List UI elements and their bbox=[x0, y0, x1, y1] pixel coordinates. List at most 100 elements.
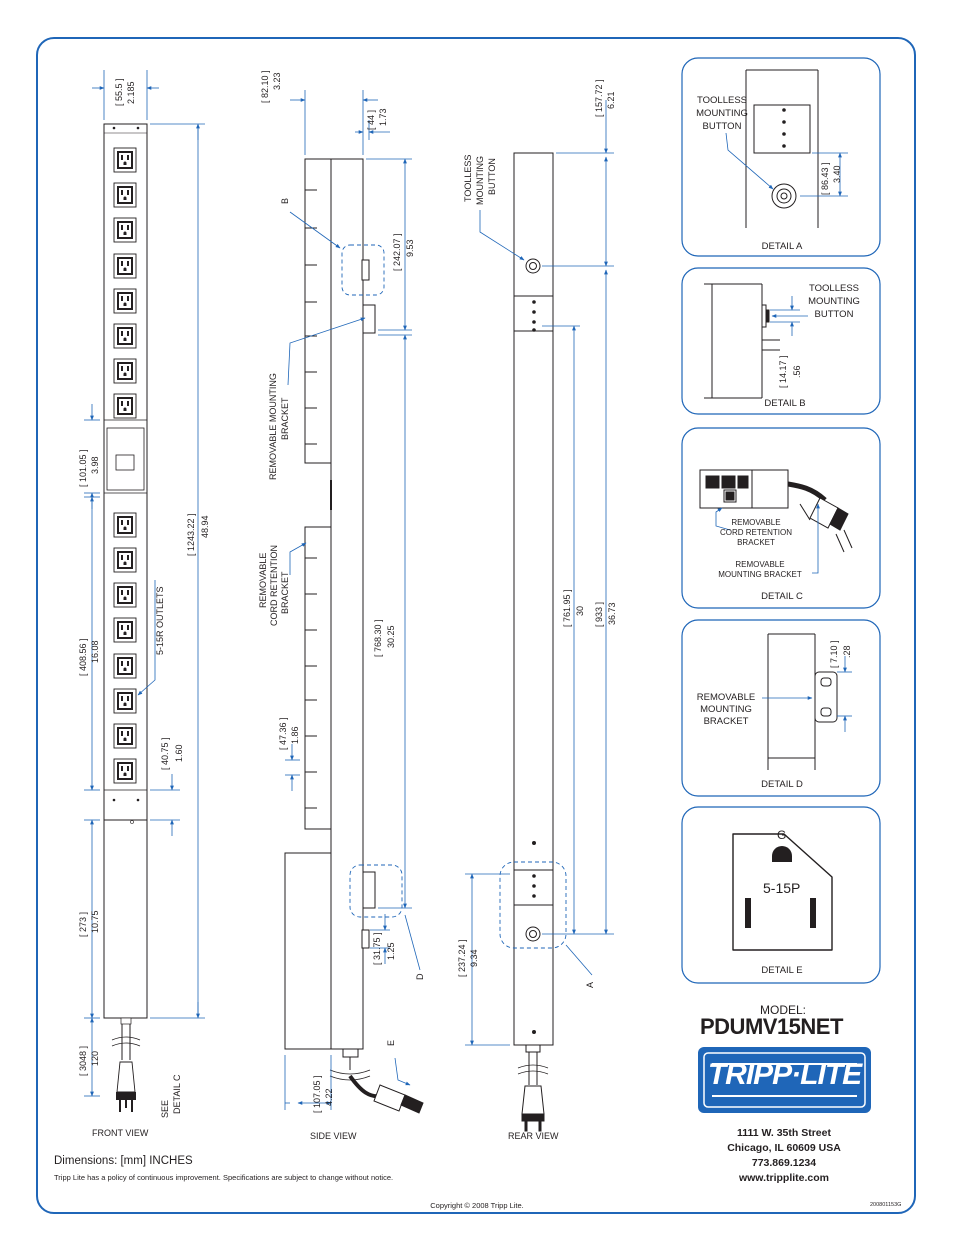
detail-c-caption: DETAIL C bbox=[761, 591, 803, 602]
dim-front-total-in: 48.94 bbox=[200, 515, 210, 538]
dim-rear-top: [ 157.72 ] bbox=[594, 79, 604, 117]
dim-front-meter: [ 101.05 ] bbox=[78, 449, 88, 487]
callout-a: A bbox=[585, 981, 595, 988]
dim-front-box: [ 273 ] bbox=[78, 911, 88, 937]
label-outlets: 5-15R OUTLETS bbox=[155, 586, 165, 655]
dim-front-meter-in: 3.98 bbox=[90, 456, 100, 474]
rear-view bbox=[513, 152, 554, 1132]
dim-side-box-in: 4.22 bbox=[324, 1088, 334, 1106]
rear-dimensions bbox=[465, 100, 614, 1046]
side-view bbox=[284, 158, 424, 1114]
detail-e-caption: DETAIL E bbox=[761, 965, 803, 976]
label-removable-cord-3: BRACKET bbox=[280, 571, 290, 614]
dim-side-small-in: 1.86 bbox=[290, 726, 300, 744]
dim-rear-total-in: 36.73 bbox=[607, 602, 617, 625]
dim-front-total: [ 1243.22 ] bbox=[186, 513, 196, 556]
dim-side-depth-in: 3.23 bbox=[272, 72, 282, 90]
label-toolless-2: MOUNTING bbox=[475, 156, 485, 205]
dimensions-note: Dimensions: [mm] INCHES bbox=[54, 1155, 193, 1167]
label-removable-cord-1: REMOVABLE bbox=[258, 552, 268, 608]
dim-front-bottom-seg: [ 40.75 ] bbox=[160, 737, 170, 770]
detail-b-dim-in: .56 bbox=[792, 365, 802, 378]
callout-d: D bbox=[415, 973, 425, 981]
dim-rear-between-in: 30 bbox=[575, 605, 585, 616]
label-toolless-3: BUTTON bbox=[487, 158, 497, 195]
dim-front-top-width-in: 2.185 bbox=[126, 81, 136, 104]
tripp-lite-logo bbox=[698, 1047, 871, 1113]
dim-side-mid: [ 768.30 ] bbox=[373, 619, 383, 657]
policy-note: Tripp Lite has a policy of continuous im… bbox=[54, 1173, 394, 1182]
callout-b: B bbox=[280, 197, 290, 204]
detail-a-caption: DETAIL A bbox=[761, 241, 803, 252]
detail-e-ground-label: G bbox=[777, 828, 787, 842]
detail-d-caption: DETAIL D bbox=[761, 779, 803, 790]
dim-rear-top-in: 6.21 bbox=[606, 91, 616, 109]
dim-rear-between: [ 761.95 ] bbox=[562, 589, 572, 627]
page-frame bbox=[36, 37, 916, 1214]
address-line-1: 1111 W. 35th Street bbox=[737, 1127, 831, 1139]
detail-d-dims bbox=[762, 656, 852, 732]
tripp-lite-logo-text: TRIPP·LITE bbox=[707, 1058, 862, 1091]
dim-rear-total: [ 933 ] bbox=[594, 601, 604, 627]
dim-front-outlets-in: 16.08 bbox=[90, 640, 100, 663]
dim-side-box: [ 107.05 ] bbox=[312, 1075, 322, 1113]
side-dimensions bbox=[284, 90, 421, 1110]
detail-d-drawing bbox=[767, 633, 838, 770]
detail-d-dim-in: .28 bbox=[842, 645, 852, 658]
label-removable-mounting-1: REMOVABLE MOUNTING bbox=[268, 373, 278, 480]
dim-side-depth: [ 82.10 ] bbox=[260, 70, 270, 103]
side-view-title: SIDE VIEW bbox=[310, 1131, 357, 1141]
address-line-2: Chicago, IL 60609 USA bbox=[727, 1142, 841, 1154]
model-name: PDUMV15NET bbox=[700, 1014, 843, 1039]
detail-b-caption: DETAIL B bbox=[764, 398, 806, 409]
front-view-title: FRONT VIEW bbox=[92, 1128, 149, 1138]
dim-front-box-in: 10.75 bbox=[90, 910, 100, 933]
detail-b-dims bbox=[770, 296, 808, 336]
dim-front-cord: [ 3048 ] bbox=[78, 1045, 88, 1076]
dim-front-top-width: [ 55.5 ] bbox=[114, 78, 124, 106]
address-website[interactable]: www.tripplite.com bbox=[738, 1172, 830, 1184]
detail-a-dims bbox=[725, 132, 848, 197]
dim-front-outlets: [ 408.56 ] bbox=[78, 638, 88, 676]
dim-side-button-in: 1.25 bbox=[386, 942, 396, 960]
dim-side-top-btn: [ 242.07 ] bbox=[392, 233, 402, 271]
detail-a-drawing bbox=[745, 69, 819, 228]
copyright: Copyright © 2008 Tripp Lite. bbox=[430, 1201, 524, 1210]
dim-front-bottom-seg-in: 1.60 bbox=[174, 744, 184, 762]
dim-side-bracket-in: 1.73 bbox=[378, 108, 388, 126]
dim-side-bracket: [ 44 ] bbox=[366, 109, 376, 130]
label-removable-mounting-2: BRACKET bbox=[280, 397, 290, 440]
label-see: SEE bbox=[160, 1099, 170, 1118]
front-view bbox=[103, 123, 148, 1112]
detail-d-dim: [ 7.10 ] bbox=[829, 640, 839, 668]
detail-a-dim: [ 86.43 ] bbox=[820, 162, 830, 195]
callout-e: E bbox=[386, 1039, 396, 1046]
dim-side-small: [ 47.36 ] bbox=[278, 717, 288, 750]
label-toolless-1: TOOLLESS bbox=[463, 154, 473, 202]
detail-e-plug-type: 5-15P bbox=[763, 880, 801, 896]
dim-rear-bottom-in: 9.34 bbox=[469, 949, 479, 967]
dim-rear-bottom: [ 237.24 ] bbox=[457, 939, 467, 977]
rear-view-title: REAR VIEW bbox=[508, 1131, 559, 1141]
detail-b-drawing bbox=[704, 283, 780, 399]
detail-c-dims bbox=[715, 503, 820, 574]
detail-a-dim-in: 3.40 bbox=[832, 165, 842, 183]
detail-c-drawing bbox=[699, 469, 853, 553]
dim-front-cord-in: 120 bbox=[90, 1050, 100, 1066]
address-phone: 773.869.1234 bbox=[751, 1157, 817, 1169]
side-detail-circles bbox=[341, 244, 403, 918]
detail-e-plug-face bbox=[732, 833, 833, 951]
detail-b-dim: [ 14.17 ] bbox=[778, 355, 788, 388]
company-address: 1111 W. 35th Street Chicago, IL 60609 US… bbox=[700, 1126, 868, 1186]
dim-side-top-btn-in: 9.53 bbox=[405, 239, 415, 257]
label-removable-cord-2: CORD RETENTION bbox=[269, 545, 279, 626]
document-number: 200801153G bbox=[870, 1202, 902, 1208]
label-detail-c-ref: DETAIL C bbox=[172, 1074, 182, 1114]
dim-side-button: [ 31.75 ] bbox=[372, 932, 382, 965]
